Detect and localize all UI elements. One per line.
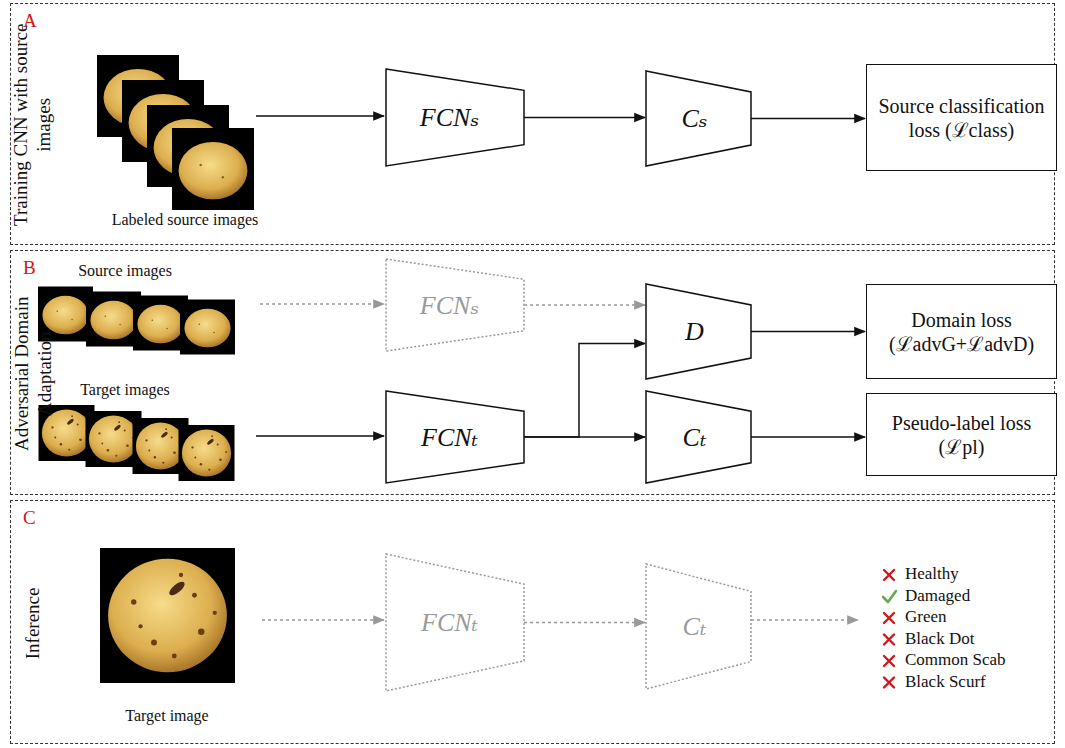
flow-arrow xyxy=(751,436,865,438)
input-arrow xyxy=(256,435,384,437)
block-name: FCNₜ xyxy=(421,422,478,453)
potato-image xyxy=(86,292,141,347)
trapezoid-shape xyxy=(386,69,524,166)
loss-box: Pseudo-label loss (ℒpl) xyxy=(866,393,1057,476)
block-name: FCNₜ xyxy=(421,607,478,638)
class-name: Common Scab xyxy=(905,650,1006,670)
network-block: FCNₛ xyxy=(386,69,524,166)
class-name: Damaged xyxy=(905,586,970,606)
panel-letter: B xyxy=(23,257,36,279)
trapezoid-shape xyxy=(386,391,524,483)
dashed-panel: ATraining CNN with source imagesFCNₛCₛSo… xyxy=(10,3,1055,245)
class-name: Healthy xyxy=(905,564,959,584)
image-caption: Labeled source images xyxy=(112,211,259,229)
input-arrow xyxy=(260,303,384,305)
potato-image xyxy=(179,425,235,481)
potato-image xyxy=(180,300,235,355)
image-caption: Target image xyxy=(125,707,208,725)
inactive-network-block: FCNₜ xyxy=(386,554,524,691)
trapezoid-shape xyxy=(386,259,524,351)
inactive-network-block: FCNₛ xyxy=(386,259,524,351)
output-arrow xyxy=(751,619,858,621)
input-arrow xyxy=(262,619,384,621)
inactive-network-block: Cₜ xyxy=(646,564,751,689)
network-block: Cₜ xyxy=(646,391,751,483)
potato-image xyxy=(100,548,235,683)
flow-arrow xyxy=(524,117,645,119)
loss-box: Source classification loss (ℒclass) xyxy=(866,64,1057,171)
potato-image xyxy=(133,296,188,351)
panel-title: Inference xyxy=(22,511,45,735)
network-block: FCNₜ xyxy=(386,391,524,483)
flow-arrow xyxy=(524,622,645,624)
class-name: Black Scurf xyxy=(905,672,986,692)
image-caption: Source images xyxy=(78,262,172,280)
flow-arrow xyxy=(524,304,645,306)
flow-arrow xyxy=(524,344,645,438)
flow-arrow xyxy=(524,436,645,438)
loss-box: Domain loss (ℒadvG+ℒadvD) xyxy=(866,284,1057,379)
trapezoid-shape xyxy=(646,391,751,483)
class-name: Green xyxy=(905,607,947,627)
block-name: Cₛ xyxy=(681,103,707,134)
dashed-panel: BAdversarial Domain Adaptation FCNₛD Domai… xyxy=(10,250,1055,495)
check-mark xyxy=(883,591,896,602)
flow-arrow xyxy=(751,331,865,333)
loss-name: Source classification loss (ℒclass) xyxy=(875,94,1048,142)
loss-name: Pseudo-label loss (ℒpl) xyxy=(875,411,1048,459)
block-name: Cₜ xyxy=(683,611,707,642)
panel-letter: C xyxy=(23,507,36,529)
trapezoid-shape xyxy=(646,284,751,379)
image-caption: Target images xyxy=(80,381,170,399)
block-name: Cₜ xyxy=(683,422,707,453)
block-name: FCNₛ xyxy=(420,102,479,133)
loss-name: Domain loss (ℒadvG+ℒadvD) xyxy=(875,308,1048,356)
cross-marks xyxy=(884,570,894,688)
block-name: FCNₛ xyxy=(420,290,479,321)
class-name: Black Dot xyxy=(905,629,974,649)
network-block: D xyxy=(646,284,751,379)
block-name: D xyxy=(685,317,704,347)
input-arrow xyxy=(256,115,384,117)
potato-image xyxy=(172,128,254,210)
flow-arrow xyxy=(751,118,865,120)
trapezoid-shape xyxy=(646,71,751,166)
trapezoid-shape xyxy=(386,554,524,691)
panel-title: Adversarial Domain Adaptation xyxy=(10,261,56,486)
trapezoid-shape xyxy=(646,564,751,689)
network-block: Cₛ xyxy=(646,71,751,166)
panel-title: Training CNN with source images xyxy=(10,14,56,236)
